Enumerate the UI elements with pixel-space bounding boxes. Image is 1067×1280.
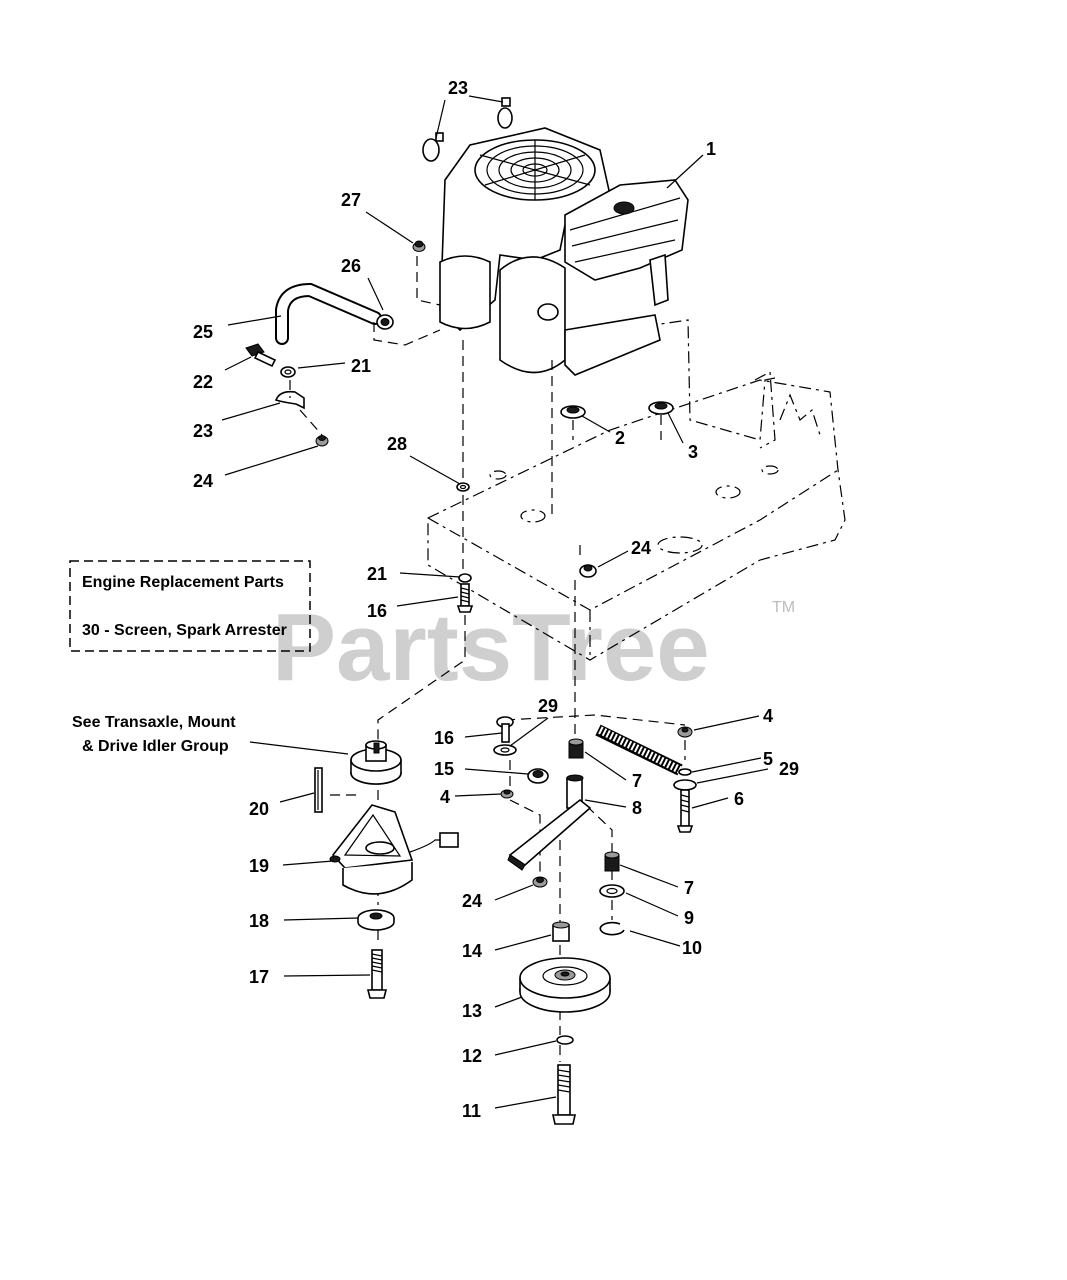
callout-18: 18: [249, 911, 269, 931]
washer-21-mid: [458, 573, 472, 583]
callout-20: 20: [249, 799, 269, 819]
callout-23-lower: 23: [193, 421, 213, 441]
isolator-3: [648, 401, 674, 415]
callout-24-mid: 24: [631, 538, 651, 558]
callout-29-left: 29: [538, 696, 558, 716]
bolt-22: [245, 343, 277, 368]
callout-14: 14: [462, 941, 482, 961]
legend-heading: Engine Replacement Parts: [82, 574, 284, 591]
callout-6: 6: [734, 789, 744, 809]
e-clip-10: [599, 921, 625, 936]
legend-item: 30 - Screen, Spark Arrester: [82, 622, 287, 639]
callout-26: 26: [341, 256, 361, 276]
callout-8: 8: [632, 798, 642, 818]
callout-4-right: 4: [763, 706, 773, 726]
callout-16-lower: 16: [434, 728, 454, 748]
nut-4-right: [677, 726, 693, 738]
nut-4-left: [500, 789, 514, 799]
callout-4-left: 4: [440, 787, 450, 807]
callout-5: 5: [763, 749, 773, 769]
callout-21-top: 21: [351, 356, 371, 376]
callouts: 23 1 27 26 25 21 22 23 24 28 2 3 21 16 2…: [193, 78, 799, 1121]
callout-28: 28: [387, 434, 407, 454]
callout-25: 25: [193, 322, 213, 342]
washer-12: [556, 1035, 574, 1045]
callout-9: 9: [684, 908, 694, 928]
callout-11: 11: [462, 1101, 481, 1121]
reference-note-line1: See Transaxle, Mount: [72, 714, 236, 731]
hose-25: [275, 282, 382, 345]
callout-10: 10: [682, 938, 702, 958]
bolt-16-lower: [496, 716, 514, 743]
nut-27: [412, 240, 426, 252]
spacer-18: [357, 909, 395, 931]
bolt-17: [366, 949, 388, 999]
key-20: [314, 767, 323, 813]
bolt-16-mid: [456, 583, 474, 613]
callout-24-lower: 24: [462, 891, 482, 911]
nut-24-mid: [579, 564, 597, 578]
clamp-23-lower: [274, 390, 305, 410]
bolt-6: [676, 789, 694, 833]
callout-21-mid: 21: [367, 564, 387, 584]
watermark-trademark: TM: [772, 599, 795, 616]
leader-lines: [221, 95, 769, 1109]
callout-1: 1: [706, 139, 716, 159]
callout-15: 15: [434, 759, 454, 779]
callout-27: 27: [341, 190, 361, 210]
callout-2: 2: [615, 428, 625, 448]
callout-29-right: 29: [779, 759, 799, 779]
washer-9: [599, 884, 625, 898]
reference-note: See Transaxle, Mount & Drive Idler Group: [72, 714, 236, 755]
washer-29-right: [673, 779, 697, 791]
deck-frame: [427, 319, 846, 661]
washer-29-left: [493, 744, 517, 756]
callout-23-top: 23: [448, 78, 468, 98]
isolator-2: [560, 405, 586, 419]
nut-24-lower: [532, 876, 548, 888]
engine: [439, 127, 689, 376]
reference-note-line2: & Drive Idler Group: [82, 738, 229, 755]
spring-5: [595, 724, 692, 776]
clamp-top-right: [497, 97, 513, 129]
callout-22: 22: [193, 372, 213, 392]
hose-clamp-26: [376, 314, 394, 330]
pto-clutch-19: [329, 804, 459, 895]
watermark-text: PartsTree: [272, 594, 710, 701]
idler-arm-8: [507, 774, 592, 871]
washer-21-top: [280, 366, 296, 378]
callout-16-mid: 16: [367, 601, 387, 621]
bushing-7-lower: [604, 851, 620, 872]
spacer-14: [552, 921, 570, 942]
nut-24-left: [315, 435, 329, 447]
callout-3: 3: [688, 442, 698, 462]
callout-7-lower: 7: [684, 878, 694, 898]
idler-pulley-13: [519, 957, 611, 1013]
legend-box: Engine Replacement Parts 30 - Screen, Sp…: [69, 560, 311, 652]
callout-17: 17: [249, 967, 269, 987]
bushing-7-upper: [568, 738, 584, 759]
washer-28: [456, 482, 470, 492]
clamp-top-left: [422, 132, 444, 162]
pulley-upper: [350, 740, 402, 785]
callout-24-left: 24: [193, 471, 213, 491]
callout-12: 12: [462, 1046, 482, 1066]
callout-7-upper: 7: [632, 771, 642, 791]
callout-19: 19: [249, 856, 269, 876]
nut-15: [527, 768, 549, 784]
bolt-11: [552, 1064, 576, 1125]
callout-13: 13: [462, 1001, 482, 1021]
